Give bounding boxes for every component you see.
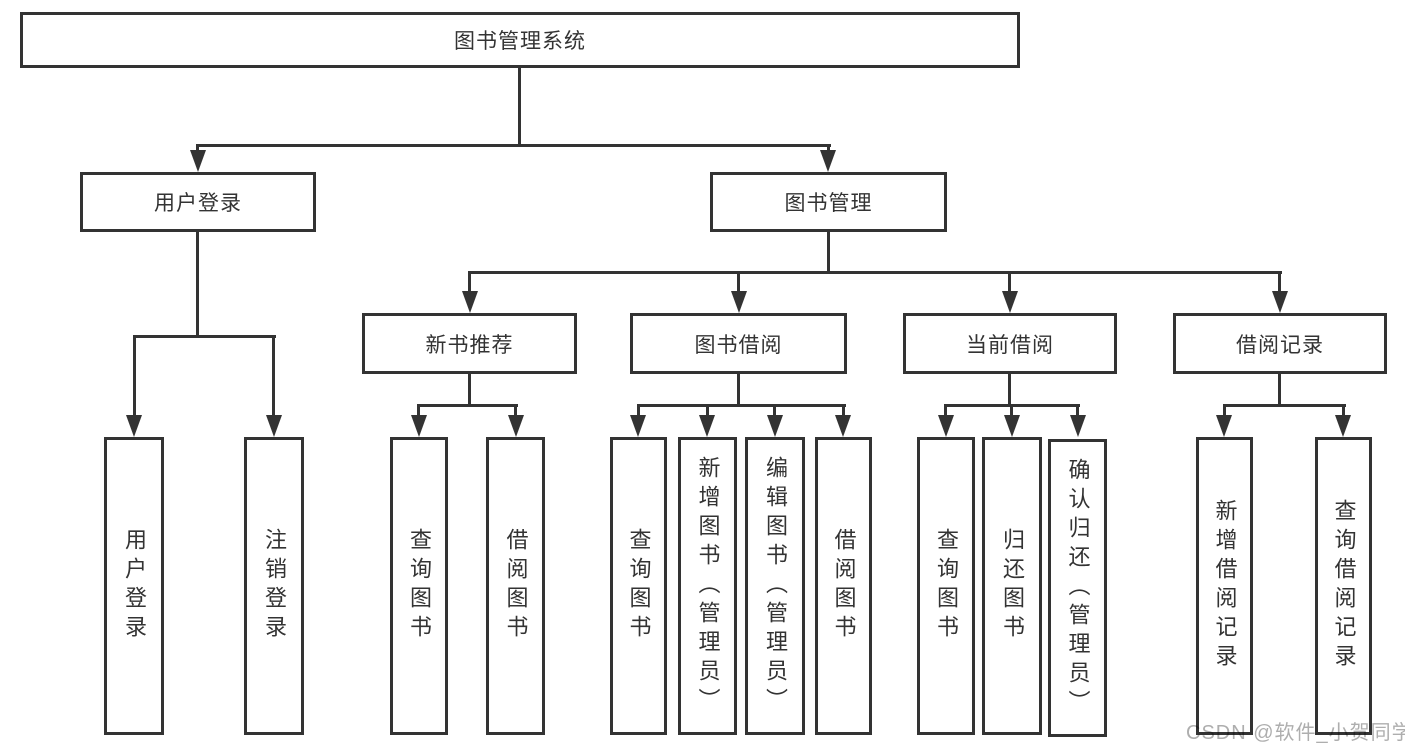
node-label: 图书管理系统 bbox=[454, 30, 586, 53]
arrow-down-icon bbox=[190, 150, 206, 172]
connector-line bbox=[272, 335, 275, 417]
leaf-label: 查询图书 bbox=[407, 528, 432, 644]
leaf-current-query-book: 查询图书 bbox=[917, 437, 975, 735]
leaf-label: 编辑图书（管理员） bbox=[763, 455, 788, 717]
leaf-label: 借阅图书 bbox=[503, 528, 529, 644]
arrow-down-icon bbox=[1002, 291, 1018, 313]
connector-line bbox=[637, 404, 846, 407]
connector-line bbox=[944, 404, 947, 417]
connector-line bbox=[1278, 374, 1281, 407]
connector-line bbox=[468, 374, 471, 407]
leaf-label: 新增图书（管理员） bbox=[695, 455, 721, 717]
leaf-borrowing-query-book: 查询图书 bbox=[610, 437, 667, 735]
arrow-down-icon bbox=[126, 415, 142, 437]
leaf-current-confirm-return-admin: 确认归还（管理员） bbox=[1048, 439, 1107, 737]
connector-line bbox=[1342, 404, 1345, 417]
leaf-logout: 注销登录 bbox=[244, 437, 304, 735]
arrow-down-icon bbox=[731, 291, 747, 313]
arrow-down-icon bbox=[1335, 415, 1351, 437]
node-label: 当前借阅 bbox=[966, 333, 1054, 357]
leaf-label: 注销登录 bbox=[262, 528, 287, 644]
leaf-label: 新增借阅记录 bbox=[1212, 499, 1238, 673]
leaf-records-query-record: 查询借阅记录 bbox=[1315, 437, 1372, 735]
connector-line bbox=[133, 335, 276, 338]
node-current-borrowing: 当前借阅 bbox=[903, 313, 1117, 374]
arrow-down-icon bbox=[462, 291, 478, 313]
arrow-down-icon bbox=[699, 415, 715, 437]
connector-line bbox=[706, 404, 709, 417]
arrow-down-icon bbox=[820, 150, 836, 172]
arrow-down-icon bbox=[767, 415, 783, 437]
connector-line bbox=[417, 404, 518, 407]
connector-line bbox=[637, 404, 640, 417]
connector-line bbox=[417, 404, 420, 417]
connector-line bbox=[737, 271, 740, 293]
connector-line bbox=[1076, 404, 1079, 417]
leaf-label: 确认归还（管理员） bbox=[1065, 457, 1091, 719]
leaf-borrowing-add-book-admin: 新增图书（管理员） bbox=[678, 437, 737, 735]
leaf-label: 查询图书 bbox=[626, 528, 652, 644]
node-label: 新书推荐 bbox=[425, 333, 514, 357]
leaf-user-login: 用户登录 bbox=[104, 437, 164, 735]
leaf-label: 归还图书 bbox=[1000, 528, 1025, 644]
leaf-label: 查询借阅记录 bbox=[1331, 499, 1357, 673]
leaf-borrowing-borrow-book: 借阅图书 bbox=[815, 437, 872, 735]
arrow-down-icon bbox=[835, 415, 851, 437]
arrow-down-icon bbox=[938, 415, 954, 437]
connector-line bbox=[1010, 404, 1013, 417]
arrow-down-icon bbox=[630, 415, 646, 437]
leaf-current-return-book: 归还图书 bbox=[982, 437, 1042, 735]
connector-line bbox=[468, 271, 471, 293]
connector-line bbox=[197, 144, 831, 147]
connector-line bbox=[773, 404, 776, 417]
connector-line bbox=[196, 232, 199, 338]
node-label: 图书管理 bbox=[784, 192, 873, 215]
leaf-label: 用户登录 bbox=[122, 528, 147, 644]
leaf-recommend-borrow-book: 借阅图书 bbox=[486, 437, 545, 735]
arrow-down-icon bbox=[411, 415, 427, 437]
connector-line bbox=[468, 271, 1282, 274]
node-label: 用户登录 bbox=[154, 192, 242, 215]
arrow-down-icon bbox=[1272, 291, 1288, 313]
connector-line bbox=[737, 374, 740, 407]
leaf-label: 查询图书 bbox=[934, 528, 959, 644]
leaf-recommend-query-book: 查询图书 bbox=[390, 437, 448, 735]
arrow-down-icon bbox=[1216, 415, 1232, 437]
node-book-management: 图书管理 bbox=[710, 172, 947, 232]
connector-line bbox=[827, 232, 830, 273]
leaf-records-add-record: 新增借阅记录 bbox=[1196, 437, 1253, 735]
arrow-down-icon bbox=[508, 415, 524, 437]
node-new-book-recommend: 新书推荐 bbox=[362, 313, 577, 374]
node-label: 借阅记录 bbox=[1236, 333, 1324, 357]
connector-line bbox=[1278, 271, 1281, 293]
connector-line bbox=[1223, 404, 1226, 417]
connector-line bbox=[1223, 404, 1346, 407]
arrow-down-icon bbox=[1004, 415, 1020, 437]
connector-line bbox=[842, 404, 845, 417]
node-book-management-system: 图书管理系统 bbox=[20, 12, 1020, 68]
leaf-borrowing-edit-book-admin: 编辑图书（管理员） bbox=[745, 437, 805, 735]
arrow-down-icon bbox=[266, 415, 282, 437]
connector-line bbox=[1008, 374, 1011, 407]
node-borrowing-records: 借阅记录 bbox=[1173, 313, 1387, 374]
connector-line bbox=[518, 68, 521, 146]
csdn-watermark: CSDN @软件_小贺同学 bbox=[1186, 722, 1405, 744]
connector-line bbox=[514, 404, 517, 417]
node-book-borrowing: 图书借阅 bbox=[630, 313, 847, 374]
connector-line bbox=[1008, 271, 1011, 293]
arrow-down-icon bbox=[1070, 415, 1086, 437]
node-user-login: 用户登录 bbox=[80, 172, 316, 232]
connector-line bbox=[133, 335, 136, 417]
node-label: 图书借阅 bbox=[694, 333, 783, 357]
leaf-label: 借阅图书 bbox=[831, 528, 857, 644]
